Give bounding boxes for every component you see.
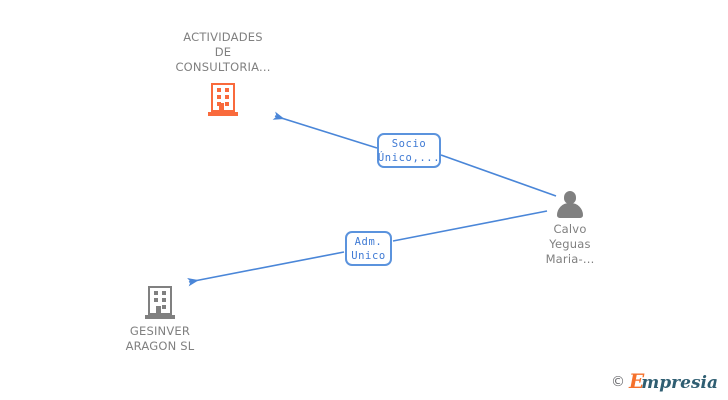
company-node-actividades-de-consultoria[interactable]: ACTIVIDADES DE CONSULTORIA...	[148, 30, 298, 116]
brand-wordmark: E mpresia	[629, 371, 718, 392]
brand-initial: E	[629, 369, 645, 393]
relation-adm-unico[interactable]: Adm. Unico	[345, 231, 392, 266]
company-node-gesinver-aragon-sl[interactable]: GESINVER ARAGON SL	[85, 286, 235, 354]
person-node-calvo-yeguas[interactable]: Calvo Yeguas Maria-...	[495, 191, 645, 267]
empresia-watermark: © E mpresia	[611, 371, 718, 392]
building-icon	[145, 286, 175, 319]
company-main-label: ACTIVIDADES DE CONSULTORIA...	[175, 30, 271, 74]
edge-socio-unico-to-company-main	[272, 111, 378, 149]
person-label: Calvo Yeguas Maria-...	[545, 222, 595, 266]
relation-socio-unico[interactable]: Socio Único,...	[377, 133, 441, 168]
brand-rest: mpresia	[641, 373, 718, 393]
company-gesinver-label: GESINVER ARAGON SL	[125, 324, 195, 353]
edge-person-to-adm-unico	[392, 210, 548, 242]
person-icon	[555, 191, 585, 218]
copyright-icon: ©	[611, 373, 626, 390]
edge-person-to-socio-unico	[440, 154, 557, 197]
edge-adm-unico-to-company-gesinver	[187, 251, 345, 287]
building-icon	[208, 83, 238, 116]
